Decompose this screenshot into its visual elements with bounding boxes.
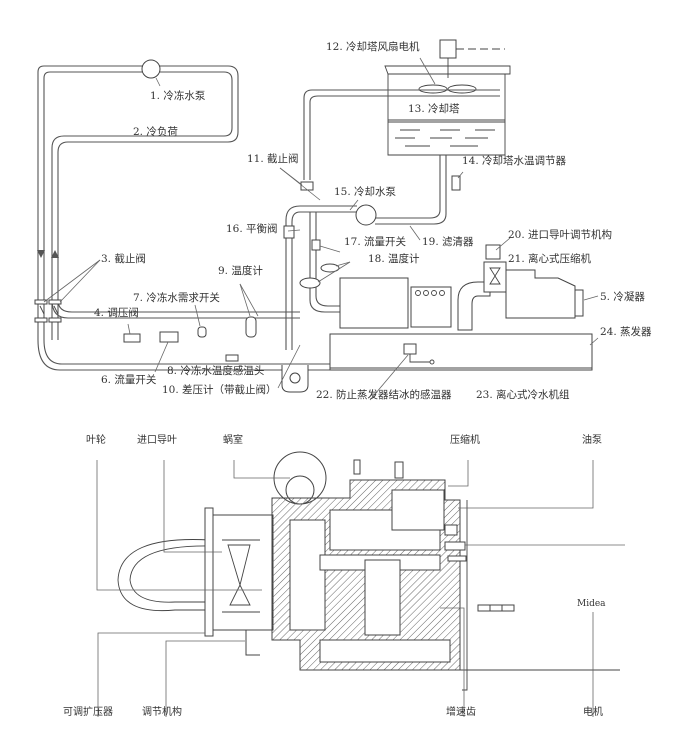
stop-valve-icons (34, 299, 62, 323)
label-inlet-guide-vane: 进口导叶 (137, 435, 177, 446)
label-freeze-sensor: 22. 防止蒸发器结冰的感温器 (316, 389, 452, 401)
label-evaporator: 24. 蒸发器 (600, 326, 652, 338)
pressure-valve-icon (123, 333, 141, 343)
balance-valve-icon (283, 225, 295, 239)
label-guide-vane-actuator: 20. 进口导叶调节机构 (508, 229, 613, 241)
flow-switch-17-icon (311, 239, 321, 251)
watermark-text: Midea (577, 599, 606, 609)
label-chilled-water-pump: 1. 冷冻水泵 (150, 90, 206, 102)
label-filter: 19. 滤清器 (422, 236, 474, 248)
evaporator-icon (329, 333, 593, 371)
chilled-water-pump-icon (141, 59, 161, 79)
label-centrifugal-compressor: 21. 离心式压缩机 (508, 253, 592, 265)
label-oil-pump: 油泵 (582, 435, 602, 446)
freeze-sensor-icon (403, 343, 417, 355)
guide-vane-actuator-icon (485, 244, 501, 260)
lower-leader-lines (96, 460, 625, 717)
label-cooling-water-pump: 15. 冷却水泵 (334, 186, 397, 198)
label-fan-motor: 12. 冷却塔风扇电机 (326, 41, 420, 53)
label-impeller: 叶轮 (86, 435, 106, 446)
label-stop-valve-3: 3. 截止阀 (101, 253, 146, 265)
label-motor: 电机 (583, 707, 603, 718)
label-cooling-load: 2. 冷负荷 (133, 126, 178, 138)
chiller-unit (329, 244, 593, 371)
label-flow-switch-6: 6. 流量开关 (101, 374, 157, 386)
label-compressor: 压缩机 (450, 435, 480, 446)
label-balance-valve: 16. 平衡阀 (226, 223, 278, 235)
fan-icon (418, 84, 448, 94)
compressor-cross-section (117, 451, 620, 691)
cooling-water-pump-icon (355, 204, 377, 226)
thermometer-icon (245, 316, 257, 338)
scale-bar (477, 604, 515, 612)
label-thermometer-18: 18. 温度计 (368, 253, 420, 265)
cooling-tower (384, 39, 511, 156)
label-diff-pressure-gauge: 10. 差压计（带截止阀） (162, 384, 277, 396)
label-adjustable-diffuser: 可调扩压器 (63, 707, 113, 718)
label-flow-switch-17: 17. 流量开关 (344, 236, 407, 248)
fan-motor-icon (439, 39, 457, 59)
label-demand-switch: 7. 冷冻水需求开关 (133, 292, 220, 304)
label-tower-temp-regulator: 14. 冷却塔水温调节器 (462, 155, 567, 167)
label-pressure-valve: 4. 调压阀 (94, 307, 139, 319)
label-speed-gear: 增速齿 (446, 707, 476, 718)
demand-switch-icon (197, 326, 207, 338)
label-cooling-tower: 13. 冷却塔 (408, 103, 460, 115)
label-stop-valve-11: 11. 截止阀 (247, 153, 299, 165)
label-volute: 蜗室 (223, 435, 243, 446)
centrifugal-compressor-icon (483, 261, 507, 293)
upper-leader-lines (43, 57, 599, 401)
thermometer-18-icon (320, 263, 340, 273)
label-thermometer-9: 9. 温度计 (218, 265, 263, 277)
cooling-water-loop (285, 89, 500, 350)
label-temp-sensor: 8. 冷冻水温度感温头 (167, 365, 265, 377)
label-adjust-mechanism: 调节机构 (142, 707, 182, 718)
label-centrifugal-chiller: 23. 离心式冷水机组 (476, 389, 570, 401)
flow-switch-icon (159, 331, 179, 343)
temp-sensor-icon (225, 354, 239, 362)
label-condenser: 5. 冷凝器 (600, 291, 645, 303)
tower-temp-regulator-icon (451, 175, 461, 191)
